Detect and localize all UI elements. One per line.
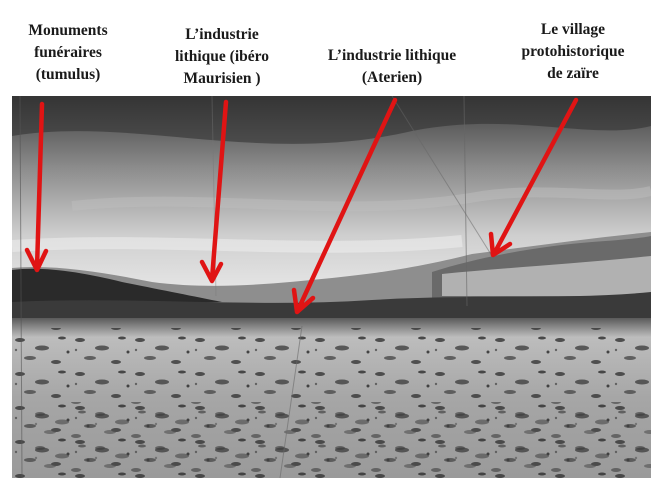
label-village-protohistorique: Le village protohistorique de zaïre [521,21,625,82]
label-industrie-aterien: L’industrie lithique (Aterien) [327,47,457,86]
label-monuments-funeraires: Monuments funéraires (tumulus) [28,22,108,83]
label-industrie-ibero-maurisien: L’industrie lithique (ibéro Maurisien ) [174,26,269,87]
landscape-photo-drawing [12,96,651,478]
landscape-photo [12,96,651,478]
